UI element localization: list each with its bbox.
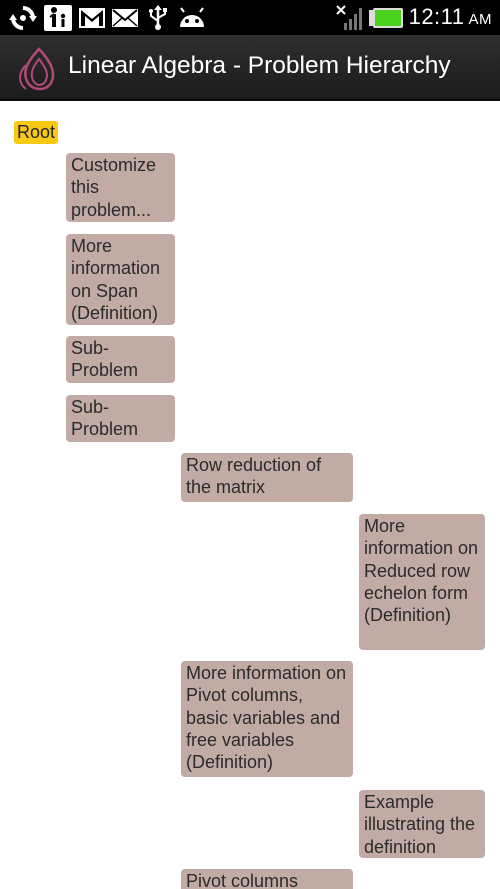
problem-hierarchy-tree: Root Customize this problem... More info… [0, 103, 500, 889]
gmail-icon [78, 5, 106, 30]
action-bar: Linear Algebra - Problem Hierarchy [0, 35, 500, 101]
tree-node-example[interactable]: Example illustrating the definition [359, 790, 485, 858]
signal-strength-icon [336, 4, 364, 30]
tree-node-rref-definition[interactable]: More information on Reduced row echelon … [359, 514, 485, 650]
sync-icon [8, 5, 38, 30]
page-title: Linear Algebra - Problem Hierarchy [68, 52, 451, 79]
tree-node-sub-problem-2[interactable]: Sub-Problem [66, 395, 175, 442]
tree-node-pivot-definition[interactable]: More information on Pivot columns, basic… [181, 661, 353, 777]
tree-node-pivot-columns[interactable]: Pivot columns [181, 869, 353, 889]
email-icon [111, 5, 139, 30]
clock-time: 12:11 [408, 4, 465, 29]
accessibility-person-icon [44, 4, 72, 31]
tree-node-span-definition[interactable]: More information on Span (Definition) [66, 234, 175, 325]
app-logo-icon[interactable] [14, 43, 64, 93]
usb-icon [146, 4, 170, 30]
root-node[interactable]: Root [14, 121, 59, 144]
battery-icon [369, 5, 403, 30]
clock-ampm: AM [468, 11, 492, 28]
android-debug-icon [178, 5, 206, 30]
tree-node-sub-problem-1[interactable]: Sub-Problem [66, 336, 175, 383]
tree-node-customize[interactable]: Customize this problem... [66, 153, 175, 222]
tree-node-row-reduction[interactable]: Row reduction of the matrix [181, 453, 353, 502]
